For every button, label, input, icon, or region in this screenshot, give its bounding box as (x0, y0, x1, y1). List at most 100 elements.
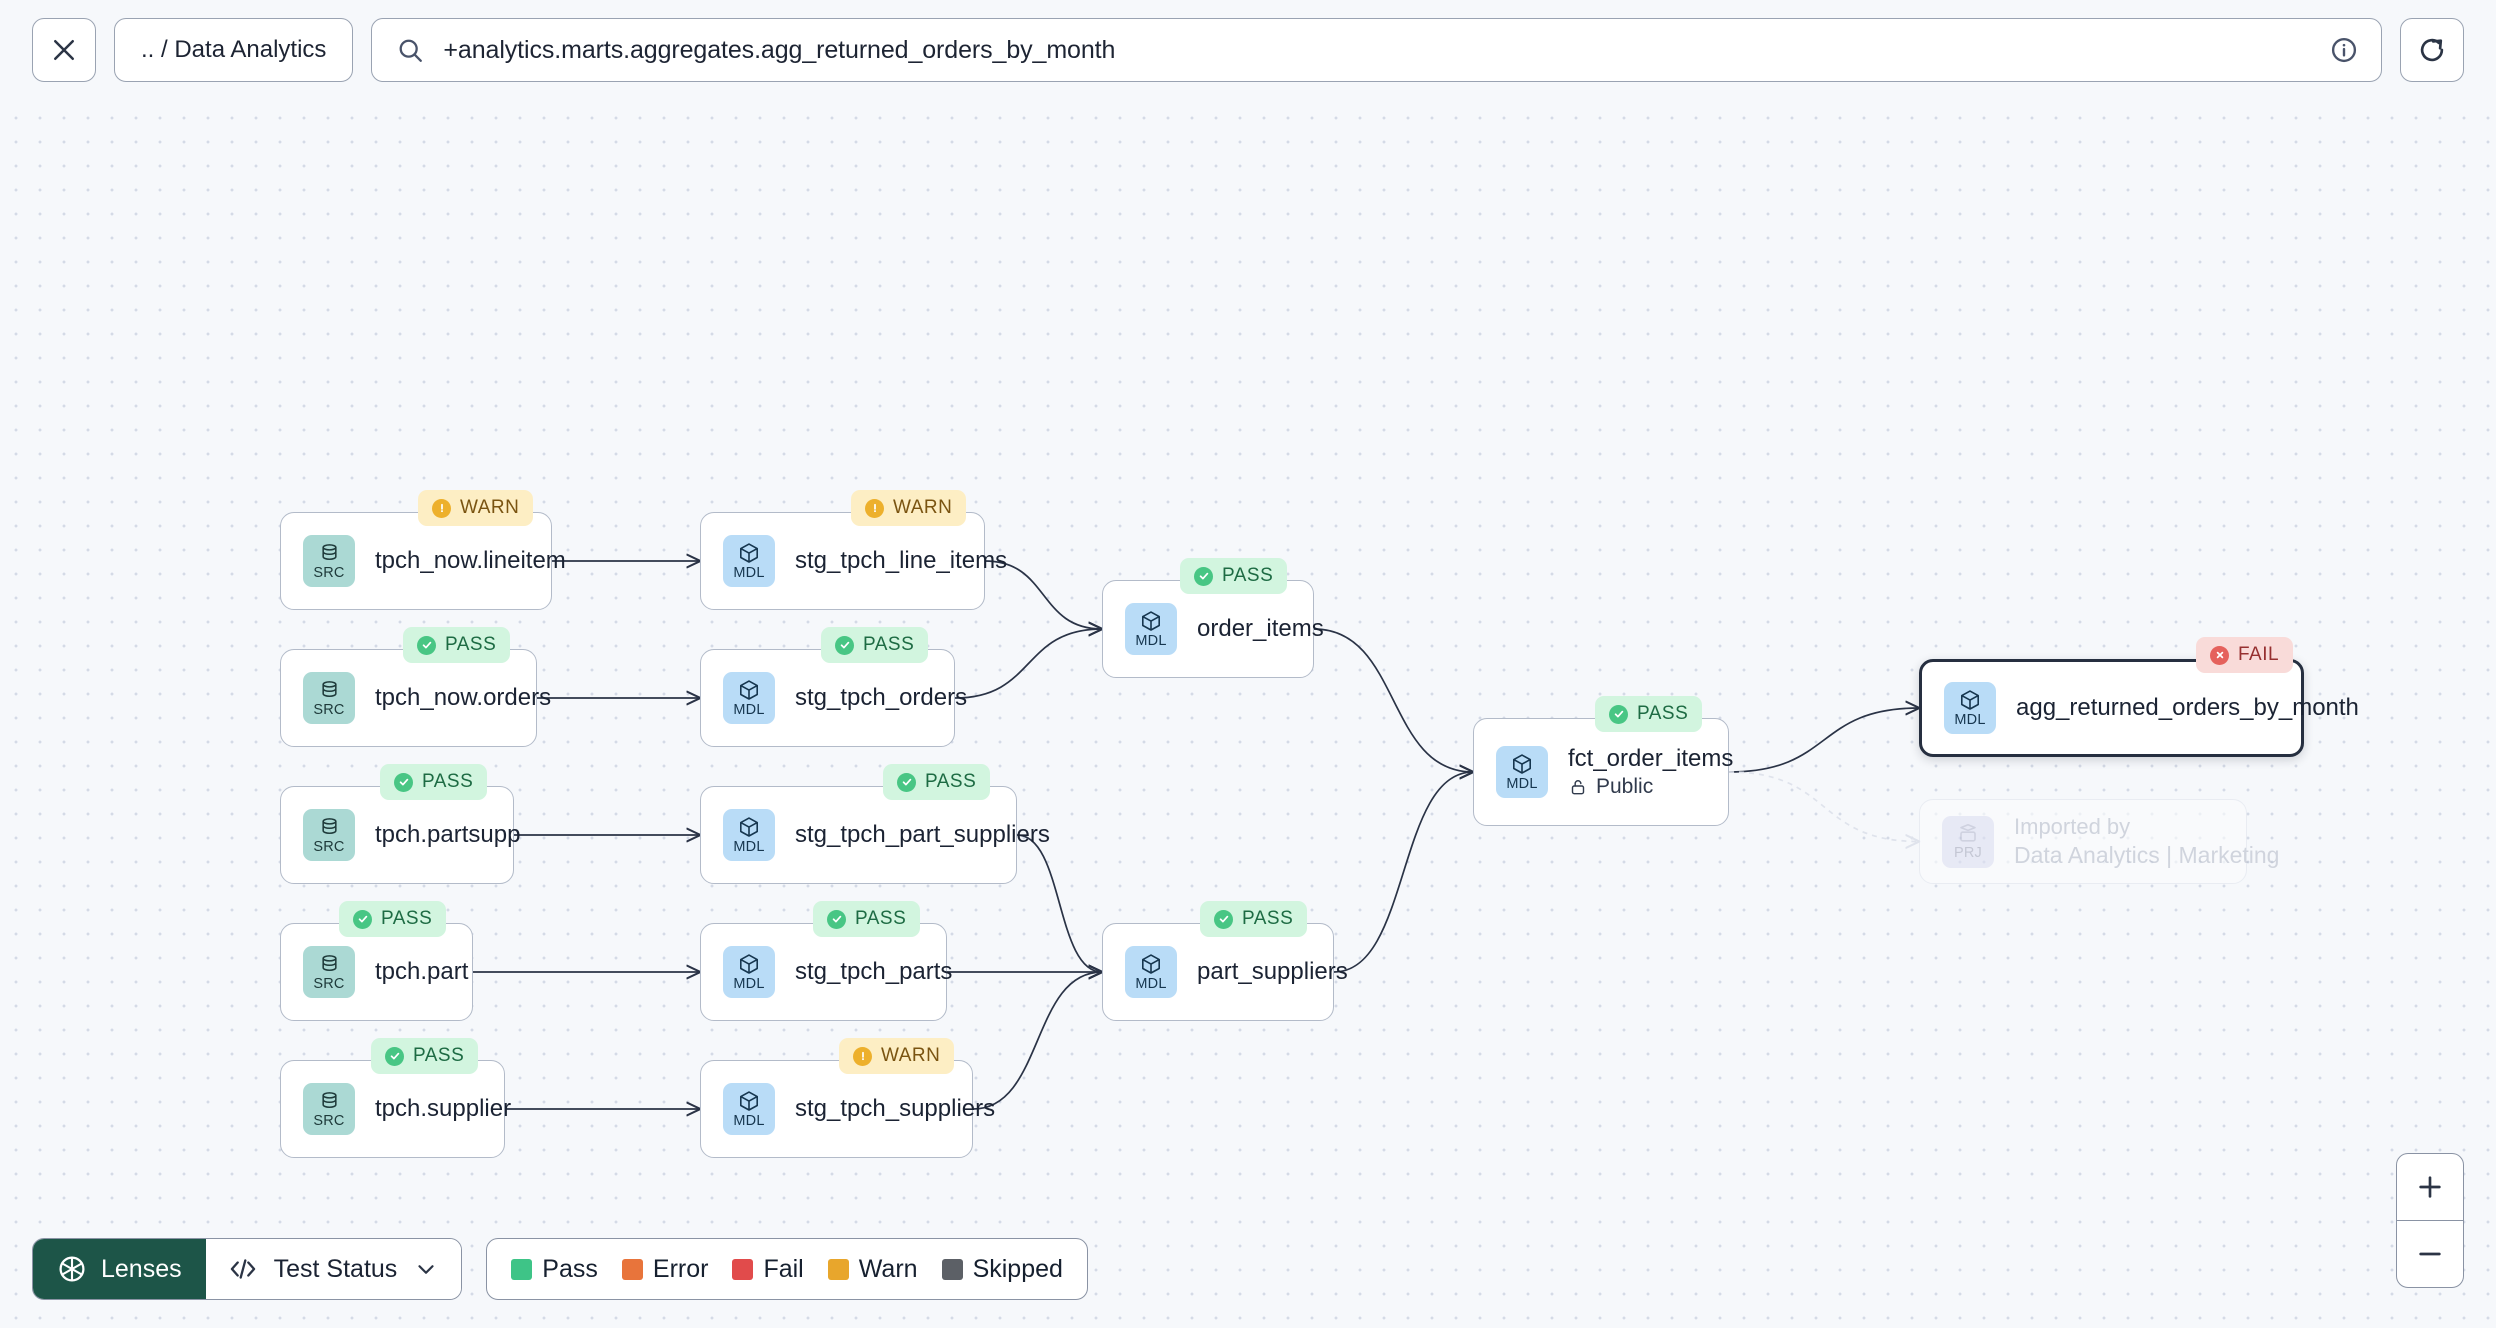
unlock-icon (1571, 780, 1585, 795)
status-badge-pass[interactable]: PASS (403, 627, 511, 663)
node-type-label: MDL (733, 702, 765, 719)
edge-stg_tpch_suppliers-to-part_suppliers (972, 972, 1102, 1110)
legend-swatch-skipped (941, 1258, 963, 1280)
zoom-out-button[interactable] (2397, 1221, 2463, 1287)
info-icon[interactable] (2329, 35, 2359, 65)
aperture-icon (59, 1256, 85, 1282)
graph-node-tpch_now_orders[interactable]: SRC tpch_now.orders (280, 649, 551, 747)
status-badge-pass[interactable]: PASS (883, 764, 991, 800)
node-subtitle-label: Public (1596, 775, 1654, 799)
status-badge-pass[interactable]: PASS (1595, 696, 1703, 732)
graph-node-part_suppliers[interactable]: MDL part_suppliers (1102, 923, 1348, 1021)
graph-node-tpch_supplier[interactable]: SRC tpch.supplier (280, 1060, 511, 1158)
node-subtitle-label: Data Analytics | Marketing (2014, 842, 2280, 869)
zoom-in-button[interactable] (2397, 1154, 2463, 1220)
close-icon (54, 40, 74, 60)
database-icon (321, 1091, 337, 1108)
legend-item-pass[interactable]: Pass (511, 1255, 598, 1284)
graph-node-tpch_part[interactable]: SRC tpch.part (280, 923, 473, 1021)
database-icon (321, 817, 337, 834)
cube-icon (740, 543, 758, 564)
legend-swatch-pass (511, 1258, 533, 1280)
node-title: part_suppliers (1197, 958, 1348, 986)
node-title: tpch.supplier (375, 1095, 512, 1123)
cube-icon (1513, 754, 1531, 775)
edge-stg_tpch_part_suppliers-to-part_suppliers (1016, 834, 1102, 972)
legend-label: Pass (542, 1254, 598, 1283)
legend-item-error[interactable]: Error (621, 1255, 708, 1284)
status-badge-warn[interactable]: WARN (839, 1038, 955, 1074)
bottom-toolbar: Lenses Test Status Pass Error Fail Warn Skip… (32, 1238, 1088, 1300)
node-title: stg_tpch_suppliers (795, 1095, 996, 1123)
status-badge-fail[interactable]: FAIL (2196, 637, 2294, 673)
legend-item-skipped[interactable]: Skipped (941, 1255, 1063, 1284)
node-title: tpch_now.orders (375, 684, 552, 712)
graph-node-stg_tpch_line_items[interactable]: MDL stg_tpch_line_items (700, 512, 1007, 610)
test-status-label: Test Status (273, 1254, 398, 1283)
lenses-button[interactable]: Lenses (33, 1239, 206, 1299)
search-bar[interactable]: +analytics.marts.aggregates.agg_returned… (371, 18, 2382, 82)
status-label: PASS (1637, 703, 1689, 724)
breadcrumb[interactable]: .. / Data Analytics (114, 18, 354, 82)
node-type-badge-mdl: MDL (723, 946, 775, 998)
edge-part_suppliers-to-fct_order_items (1333, 772, 1473, 973)
close-button[interactable] (32, 18, 96, 82)
chevron-down-icon (418, 1265, 434, 1274)
legend-swatch-error (621, 1258, 643, 1280)
node-type-badge-src: SRC (303, 535, 355, 587)
node-type-label: MDL (1135, 976, 1167, 993)
status-badge-warn[interactable]: WARN (851, 490, 967, 526)
status-badge-pass[interactable]: PASS (371, 1038, 479, 1074)
status-badge-pass[interactable]: PASS (1180, 558, 1288, 594)
status-icon (835, 635, 854, 655)
status-badge-pass[interactable]: PASS (339, 901, 447, 937)
node-type-badge-src: SRC (303, 1083, 355, 1135)
breadcrumb-label: .. / Data Analytics (141, 36, 327, 63)
status-badge-pass[interactable]: PASS (821, 627, 929, 663)
test-status-dropdown[interactable]: Test Status (205, 1239, 462, 1299)
node-type-label: PRJ (1954, 844, 1982, 861)
status-icon (432, 498, 451, 518)
status-icon (1214, 909, 1233, 929)
cube-icon (740, 680, 758, 701)
edge-fct_order_items-to-agg_returned_orders_by_month (1728, 708, 1919, 773)
status-badge-warn[interactable]: WARN (418, 490, 534, 526)
legend-item-fail[interactable]: Fail (732, 1255, 804, 1284)
node-type-label: SRC (313, 701, 345, 718)
node-type-badge-mdl: MDL (723, 535, 775, 587)
cube-icon (740, 1091, 758, 1112)
node-text: tpch.supplier (375, 1095, 511, 1123)
node-type-label: SRC (313, 975, 345, 992)
status-label: PASS (1222, 565, 1274, 586)
refresh-icon (2420, 38, 2444, 62)
status-badge-pass[interactable]: PASS (380, 764, 488, 800)
status-badge-pass[interactable]: PASS (813, 901, 921, 937)
status-icon (897, 772, 916, 792)
cube-icon (740, 954, 758, 975)
lineage-edges (473, 100, 2496, 1328)
refresh-button[interactable] (2400, 18, 2464, 82)
node-type-label: MDL (733, 976, 765, 993)
status-icon (1194, 566, 1213, 586)
status-icon (353, 909, 372, 929)
status-badge-pass[interactable]: PASS (1200, 901, 1308, 937)
node-title: stg_tpch_line_items (795, 547, 1008, 575)
search-input[interactable]: +analytics.marts.aggregates.agg_returned… (443, 35, 1116, 64)
node-type-label: MDL (1135, 633, 1167, 650)
node-type-badge-mdl: MDL (723, 672, 775, 724)
node-type-badge-mdl: MDL (1125, 603, 1177, 655)
legend-item-warn[interactable]: Warn (827, 1255, 918, 1284)
node-title: tpch.part (375, 958, 469, 986)
node-type-badge-src: SRC (303, 672, 355, 724)
